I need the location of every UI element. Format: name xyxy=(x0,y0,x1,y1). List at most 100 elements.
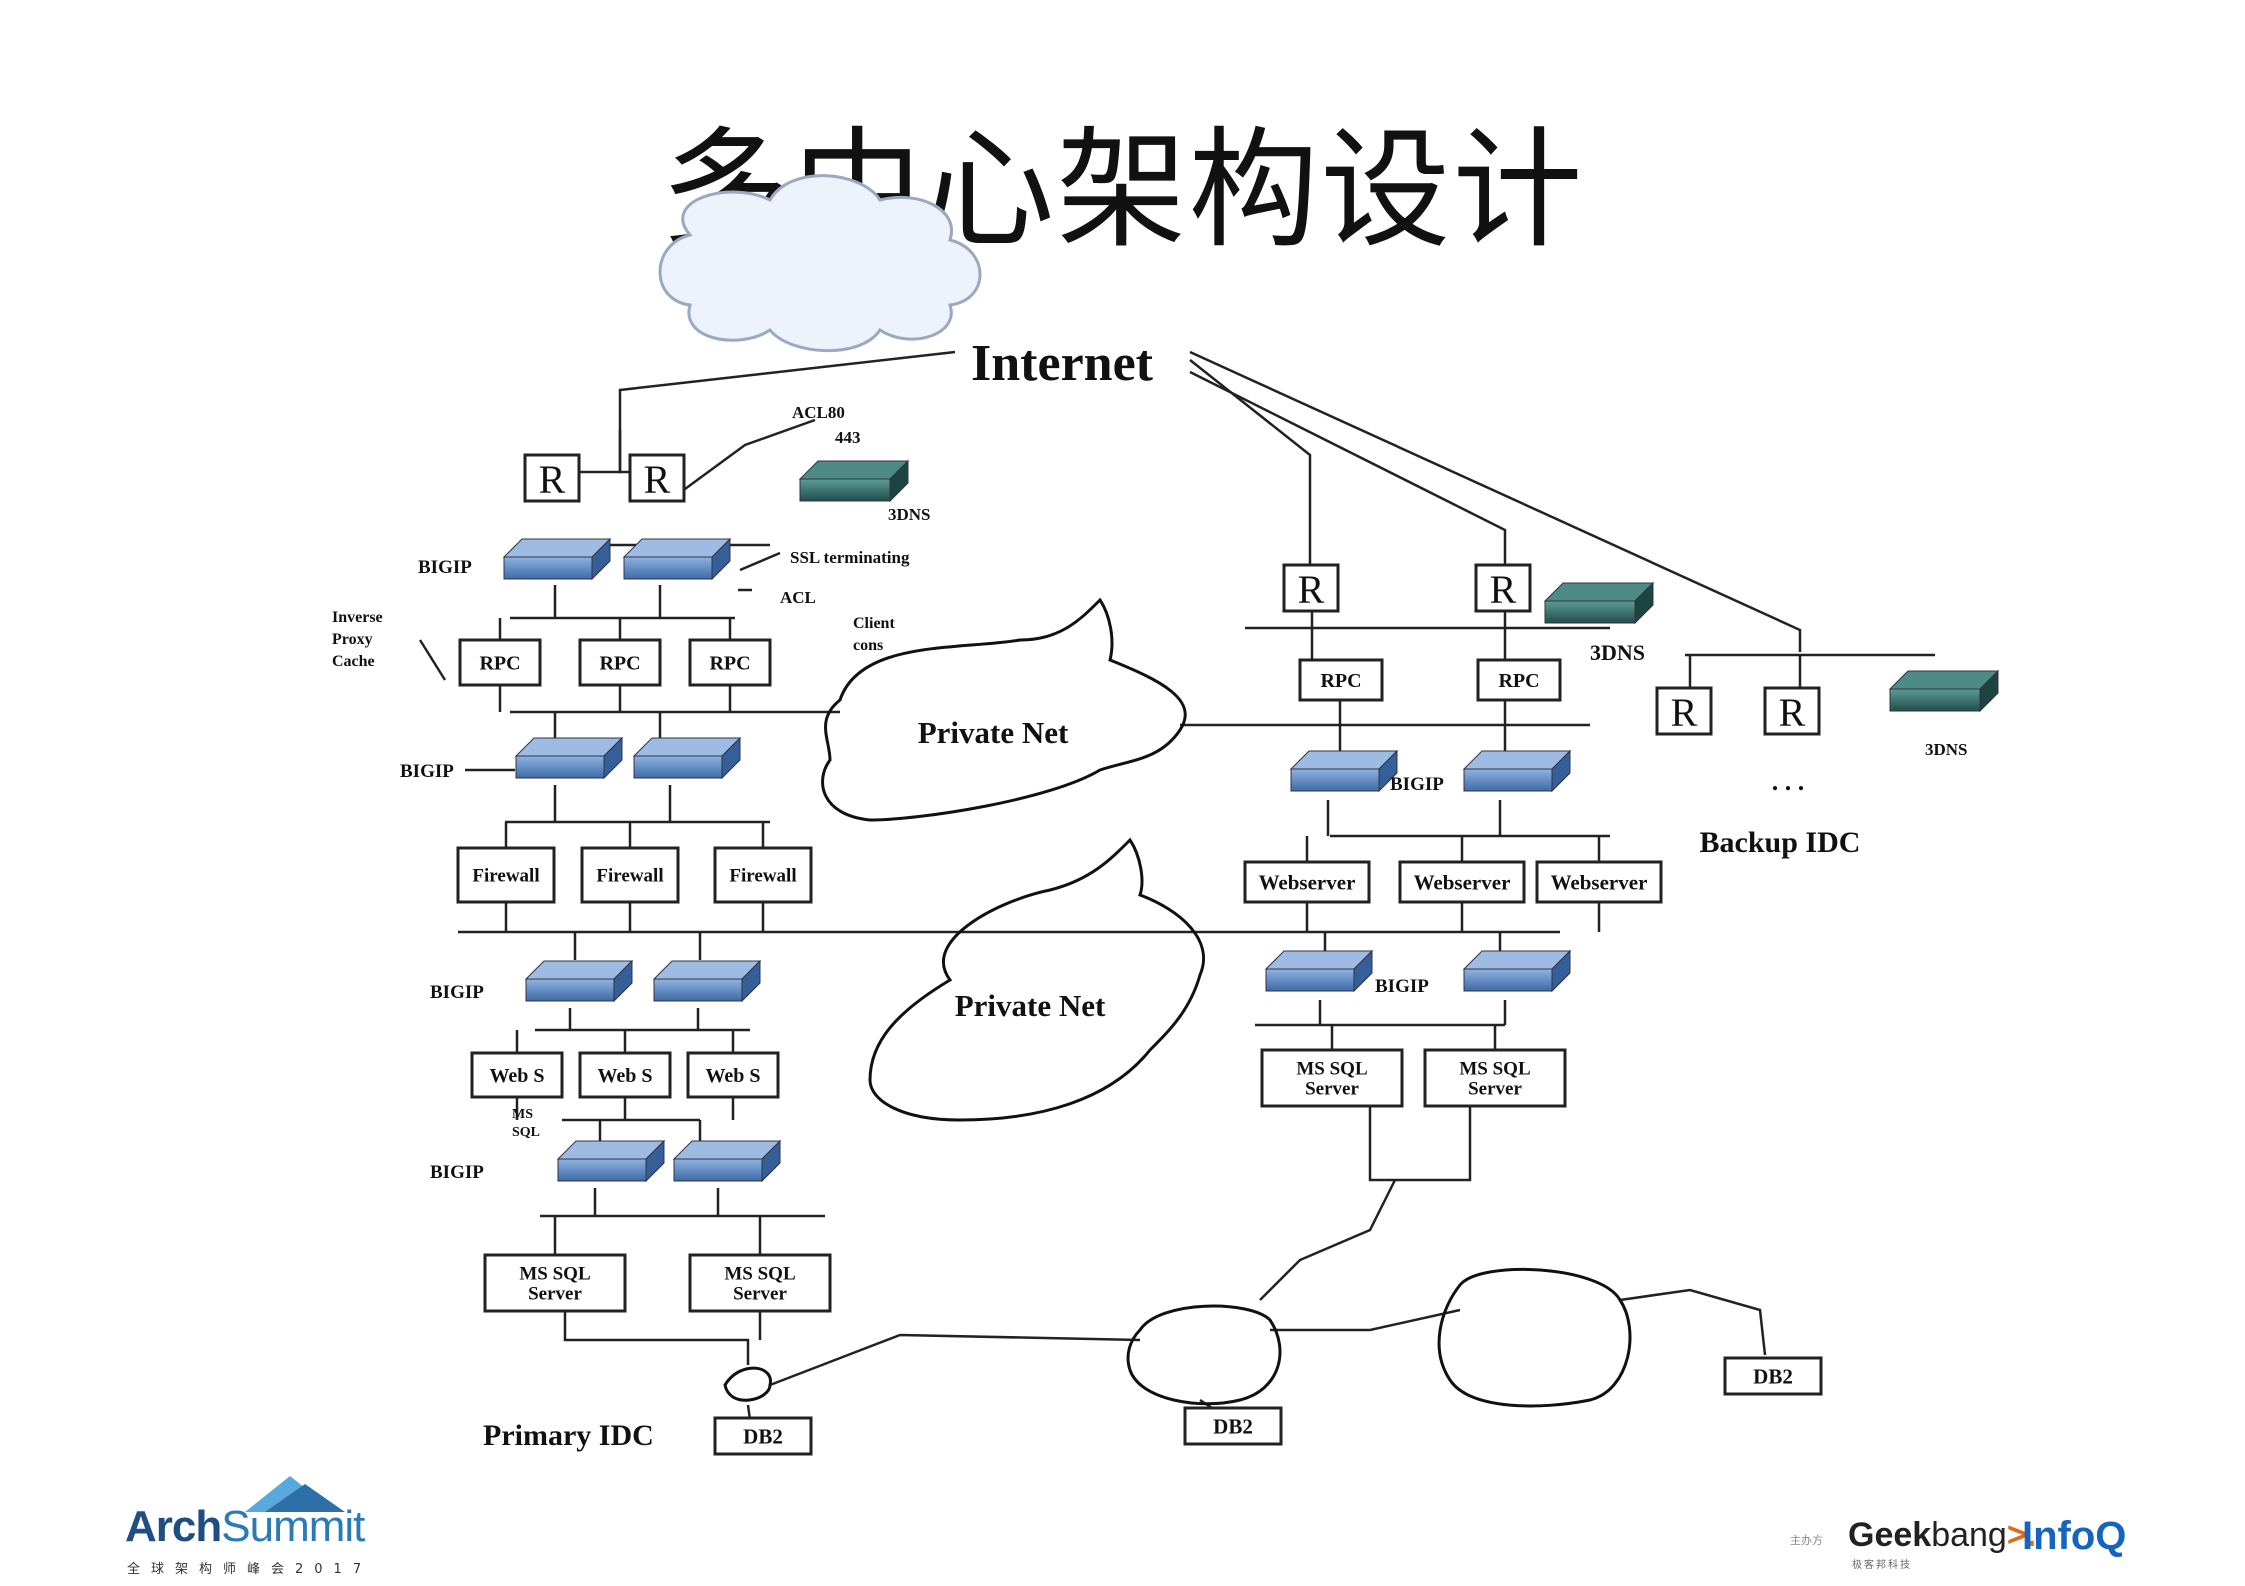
router-label: R xyxy=(1490,567,1517,612)
dns-appliance xyxy=(798,459,910,503)
primary-idc-label: Primary IDC xyxy=(483,1419,654,1452)
ms-sql-label: MS xyxy=(512,1107,533,1122)
connector-line xyxy=(1368,1106,1472,1182)
firewall-box xyxy=(456,846,556,904)
bigip-appliance xyxy=(622,537,732,581)
internet-label: Internet xyxy=(971,335,1154,392)
bigip-label: BIGIP xyxy=(418,557,472,578)
inverse-proxy-label: Cache xyxy=(332,653,375,670)
geekbang-subtitle: 极客邦科技 xyxy=(1852,1560,1912,1571)
bigip-appliance xyxy=(1462,749,1572,793)
dns3-label: 3DNS xyxy=(1925,740,1968,759)
connector-line xyxy=(669,418,816,502)
connector-line xyxy=(1259,1179,1397,1301)
connector-line xyxy=(739,551,781,572)
mssql-label: MS SQL xyxy=(519,1264,590,1285)
ssl-label: SSL terminating xyxy=(790,548,910,567)
dns-appliance xyxy=(1543,581,1655,625)
organizer-label: 主办方 xyxy=(1790,1534,1823,1547)
router-label: R xyxy=(1298,567,1325,612)
connector-line xyxy=(563,1311,750,1365)
mssql-label: MS SQL xyxy=(724,1264,795,1285)
private-net-label: Private Net xyxy=(918,715,1069,750)
bigip-appliance xyxy=(502,537,612,581)
connector-line xyxy=(1189,370,1507,595)
ms-sql-label: SQL xyxy=(512,1125,540,1140)
internet-cloud xyxy=(658,174,982,353)
db2-box xyxy=(1183,1406,1283,1446)
archsummit-logo: ArchSummit 全球架构师峰会2017 xyxy=(125,1476,385,1577)
rpc-box xyxy=(578,638,662,687)
connector-line xyxy=(1270,1308,1461,1332)
bigip-label: BIGIP xyxy=(430,1162,484,1183)
webserver-box xyxy=(1398,860,1526,904)
private-net-cloud-upper xyxy=(821,597,1187,822)
mssql-label: Server xyxy=(1468,1079,1522,1100)
bigip-appliance xyxy=(524,959,634,1003)
bigip-label: BIGIP xyxy=(1375,976,1429,997)
webserver-box xyxy=(1535,860,1663,904)
rpc-box xyxy=(1476,658,1562,702)
router-label: R xyxy=(1779,690,1806,735)
firewall-label: Firewall xyxy=(729,866,796,887)
mssql-box xyxy=(1423,1048,1567,1108)
webserver-label: Webserver xyxy=(1414,870,1511,894)
router-box xyxy=(1763,686,1821,736)
mssql-box xyxy=(1260,1048,1404,1108)
firewall-label: Firewall xyxy=(472,866,539,887)
firewall-box xyxy=(580,846,680,904)
client-cons-label: cons xyxy=(853,637,883,654)
connector-line xyxy=(418,639,447,681)
db2-box xyxy=(713,1416,813,1456)
router-label: R xyxy=(539,457,566,502)
mountain-icon xyxy=(245,1476,345,1512)
rpc-label: RPC xyxy=(709,653,750,675)
webs-box xyxy=(686,1051,780,1099)
private-net-cloud-lower xyxy=(868,837,1206,1122)
webs-label: Web S xyxy=(705,1065,760,1087)
backup-idc-label: Backup IDC xyxy=(1700,826,1861,859)
mssql-label: Server xyxy=(733,1284,787,1305)
mssql-label: MS SQL xyxy=(1459,1059,1530,1080)
rpc-label: RPC xyxy=(1498,670,1539,692)
inverse-proxy-label: Inverse xyxy=(332,609,383,626)
dns-appliance xyxy=(1888,669,2000,713)
connector-line xyxy=(769,1333,1141,1387)
router-label: R xyxy=(644,457,671,502)
db2-label: DB2 xyxy=(1753,1364,1793,1388)
router-label: R xyxy=(1671,690,1698,735)
bigip-appliance xyxy=(652,959,762,1003)
bigip-label: BIGIP xyxy=(400,761,454,782)
bigip-appliance xyxy=(672,1139,782,1183)
router-box xyxy=(1474,563,1532,613)
firewall-label: Firewall xyxy=(596,866,663,887)
rpc-box xyxy=(688,638,772,687)
webs-box xyxy=(578,1051,672,1099)
firewall-box xyxy=(713,846,813,904)
bigip-appliance xyxy=(556,1139,666,1183)
wan-blob xyxy=(1437,1267,1632,1408)
connector-line xyxy=(1189,359,1312,595)
rpc-label: RPC xyxy=(599,653,640,675)
connector-line xyxy=(618,350,956,430)
bigip-appliance xyxy=(514,736,624,780)
mssql-label: Server xyxy=(528,1284,582,1305)
archsummit-wordmark: ArchSummit xyxy=(125,1502,365,1551)
db2-label: DB2 xyxy=(1213,1414,1253,1438)
infoq-logo: InfoQ xyxy=(2022,1514,2127,1558)
router-box xyxy=(628,453,686,503)
acl-label: ACL xyxy=(780,588,816,607)
db2-box xyxy=(1723,1356,1823,1396)
connector-line xyxy=(1189,350,1802,652)
wan-blob xyxy=(723,1366,772,1402)
bigip-appliance xyxy=(1264,949,1374,993)
webs-box xyxy=(470,1051,564,1099)
mssql-label: MS SQL xyxy=(1296,1059,1367,1080)
sponsor-logos: 主办方 Geekbang>. 极客邦科技 InfoQ xyxy=(1790,1500,2130,1571)
client-cons-label: Client xyxy=(853,615,895,632)
router-box xyxy=(523,453,581,503)
bigip-appliance xyxy=(1462,949,1572,993)
router-box xyxy=(1282,563,1340,613)
webserver-label: Webserver xyxy=(1259,870,1356,894)
